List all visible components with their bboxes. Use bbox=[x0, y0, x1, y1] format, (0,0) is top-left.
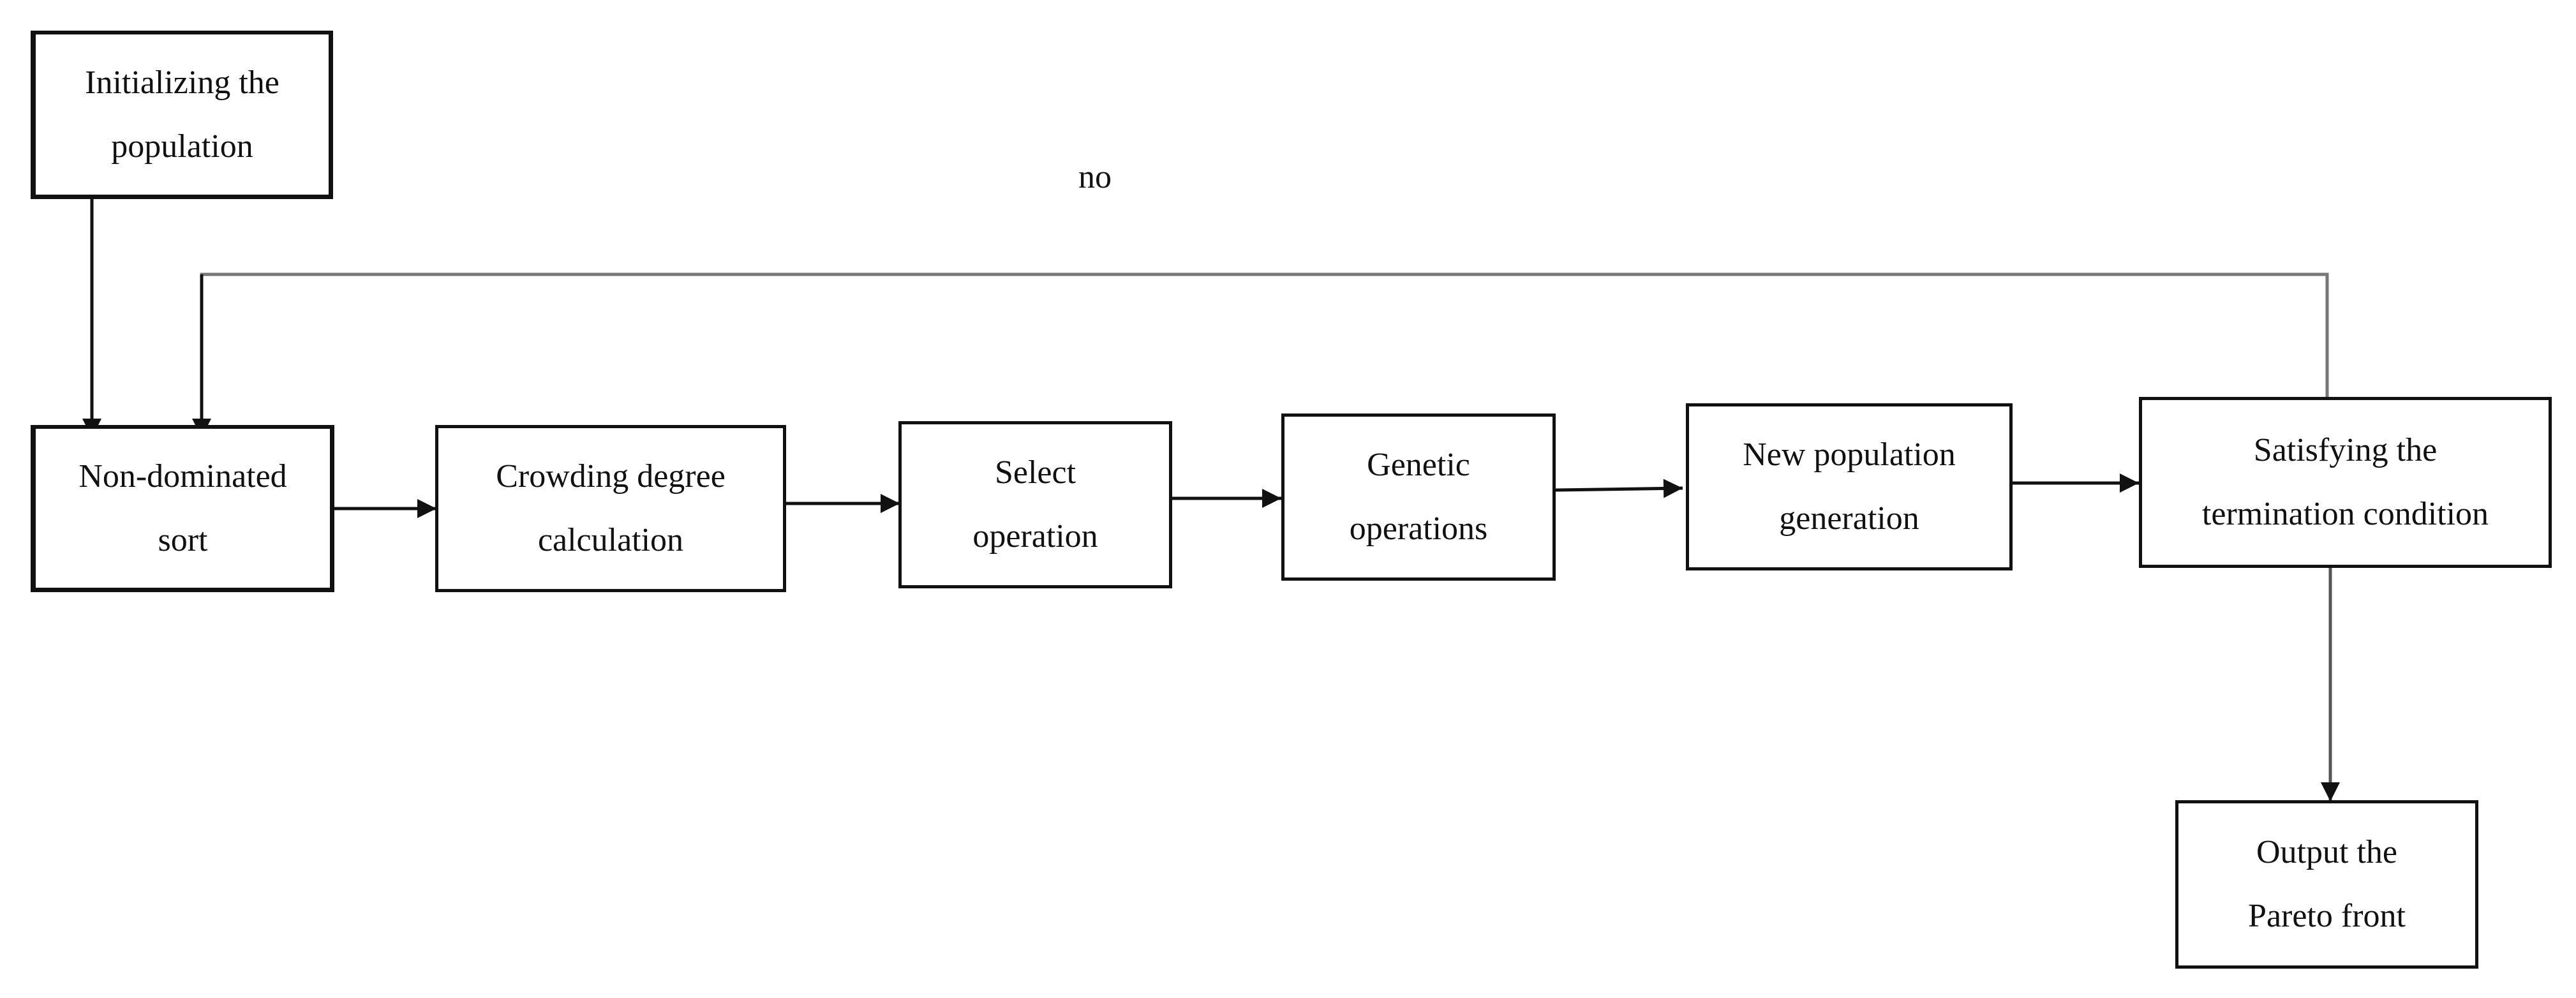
node-select-line-2: operation bbox=[972, 518, 1098, 555]
node-nondominated-line-2: sort bbox=[158, 521, 208, 558]
edge-label-no: no bbox=[1078, 159, 1112, 195]
node-output-line-2: Pareto front bbox=[2248, 898, 2406, 934]
node-newpop-line-1: New population bbox=[1743, 436, 1956, 473]
node-genetic-line-2: operations bbox=[1349, 510, 1488, 547]
node-initializing-population: Initializing the population bbox=[31, 31, 333, 199]
node-init-line-1: Initializing the bbox=[85, 64, 279, 101]
node-init-line-2: population bbox=[111, 128, 253, 165]
node-newpop-line-2: generation bbox=[1779, 500, 1919, 537]
node-crowding-line-2: calculation bbox=[537, 522, 684, 558]
node-select-line-1: Select bbox=[994, 454, 1076, 491]
node-termination-line-1: Satisfying the bbox=[2253, 432, 2438, 468]
node-new-population: New population generation bbox=[1686, 403, 2013, 570]
node-crowding-degree: Crowding degree calculation bbox=[435, 425, 786, 592]
node-genetic-operations: Genetic operations bbox=[1281, 413, 1556, 581]
node-crowding-line-1: Crowding degree bbox=[496, 458, 726, 495]
node-termination-condition: Satisfying the termination condition bbox=[2139, 397, 2552, 568]
node-nondominated-line-1: Non-dominated bbox=[78, 458, 287, 495]
node-select-operation: Select operation bbox=[898, 421, 1172, 588]
node-termination-line-2: termination condition bbox=[2201, 496, 2489, 532]
node-genetic-line-1: Genetic bbox=[1367, 447, 1470, 483]
node-non-dominated-sort: Non-dominated sort bbox=[31, 425, 334, 592]
node-output-pareto-front: Output the Pareto front bbox=[2175, 800, 2478, 969]
edge-genetic-to-newpop bbox=[1555, 479, 1683, 498]
node-output-line-1: Output the bbox=[2256, 834, 2397, 870]
